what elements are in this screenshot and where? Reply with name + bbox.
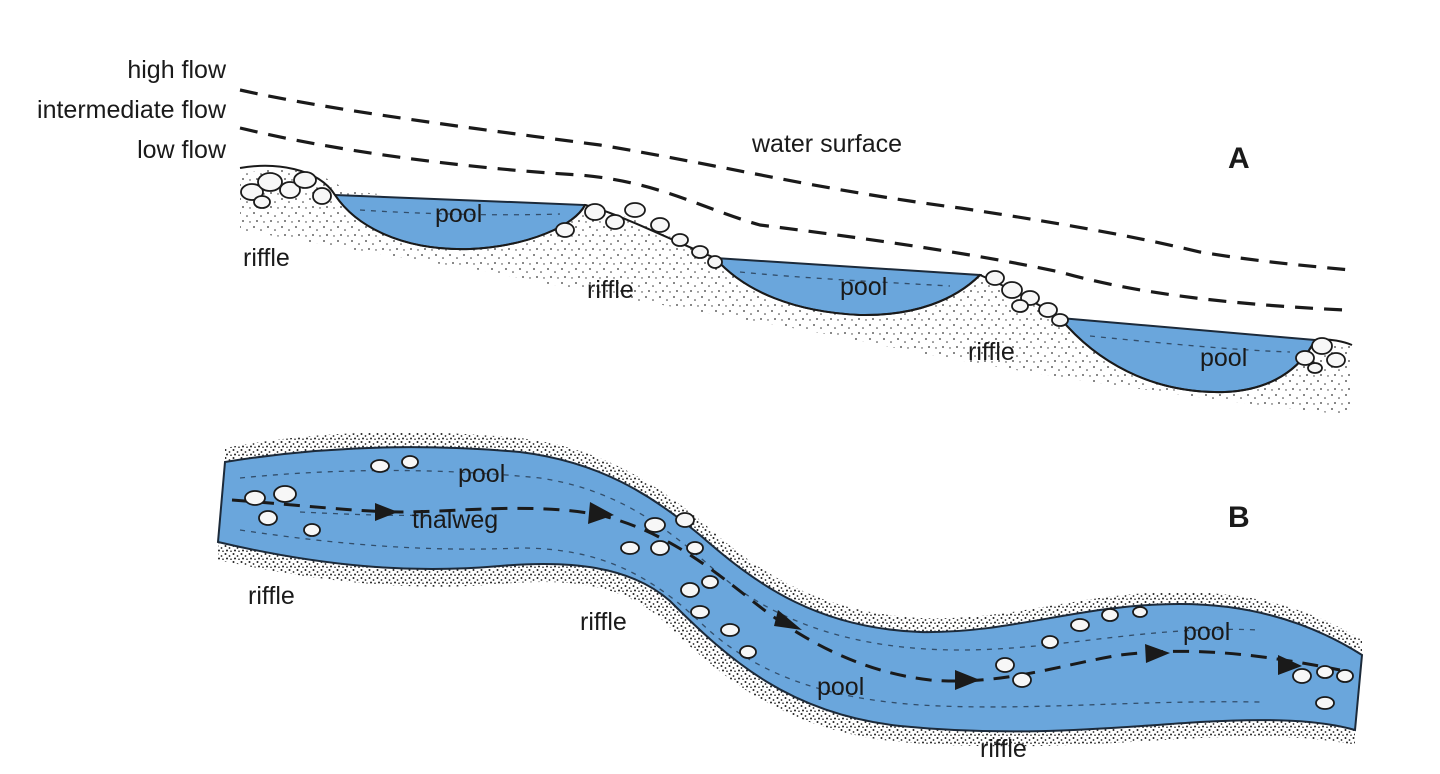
water-surface-label: water surface	[751, 130, 902, 158]
thalweg-label: thalweg	[412, 506, 498, 534]
profile-flowline-3	[1089, 335, 1291, 353]
plan-pool-label-3: pool	[1183, 618, 1230, 646]
low-flow-label: low flow	[137, 136, 227, 164]
profile-pool-label-3: pool	[1200, 344, 1247, 372]
thalweg-arrow-3	[774, 610, 802, 630]
profile-bed-outline	[239, 164, 1353, 394]
panel-b-letter: B	[1228, 501, 1250, 534]
profile-riffle-rocks-3	[985, 270, 1069, 327]
plan-channel-water	[216, 446, 1364, 733]
plan-riffle-rocks-2	[620, 512, 757, 659]
plan-pool-label-1: pool	[458, 460, 505, 488]
plan-panel: pool pool pool thalweg B riffle riffle r…	[216, 432, 1364, 763]
thalweg-arrows	[375, 502, 1302, 690]
thalweg-arrow-2	[588, 502, 614, 524]
profile-riffle-label-3: riffle	[968, 338, 1015, 366]
thalweg-arrow-5	[1145, 644, 1170, 663]
intermediate-flow-label: intermediate flow	[37, 96, 227, 124]
thalweg-arrow-6	[1278, 655, 1302, 675]
profile-flowline-1	[359, 209, 561, 216]
thalweg-line	[231, 498, 1341, 683]
plan-riffle-label-2: riffle	[580, 608, 627, 636]
panel-a-letter: A	[1228, 142, 1250, 175]
plan-riffle-label-1: riffle	[248, 582, 295, 610]
profile-flowline-2	[739, 271, 951, 287]
plan-flowline-2	[239, 529, 1261, 708]
plan-riffle-rocks-4	[1292, 665, 1354, 710]
high-flow-line	[239, 88, 1351, 272]
profile-riffle-label-2: riffle	[587, 276, 634, 304]
thalweg-arrow-1	[375, 503, 398, 521]
plan-riffle-rocks-1	[244, 455, 419, 537]
plan-riffle-rocks-3	[995, 606, 1148, 688]
profile-pool-label-2: pool	[840, 273, 887, 301]
profile-riffle-rocks-4	[1295, 337, 1346, 374]
profile-panel: high flow intermediate flow low flow wat…	[37, 56, 1353, 415]
plan-bank-upper	[225, 432, 1362, 662]
plan-pool-label-2: pool	[817, 673, 864, 701]
profile-riffle-rocks-1	[240, 171, 332, 209]
profile-riffle-label-1: riffle	[243, 244, 290, 272]
high-flow-label: high flow	[127, 56, 227, 84]
thalweg-arrow-4	[955, 670, 980, 690]
plan-riffle-label-3: riffle	[980, 735, 1027, 763]
profile-riffle-rocks-2	[555, 202, 723, 269]
low-flow-line	[239, 126, 1346, 312]
profile-pool-label-1: pool	[435, 200, 482, 228]
